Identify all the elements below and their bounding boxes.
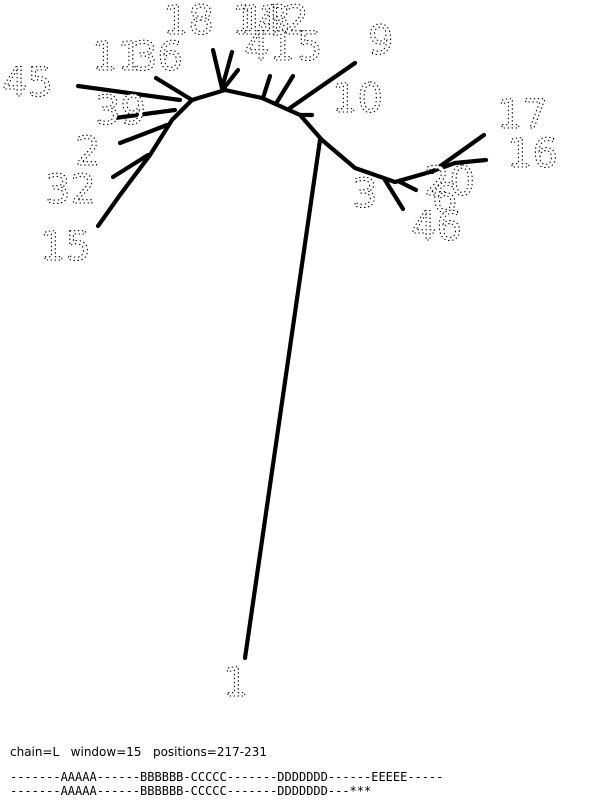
branch-18b [219, 49, 235, 91]
window-parameters: chain=L window=15 positions=217-231 [10, 745, 267, 759]
label-12: 12 [258, 0, 309, 44]
label-6: 6 [432, 176, 457, 222]
branch-1 [242, 137, 323, 661]
branch-46 [397, 179, 419, 193]
label-3: 3 [352, 171, 377, 217]
label-46: 46 [411, 204, 462, 250]
branch-32 [110, 152, 151, 180]
sequence-line-1: -------AAAAA------BBBBBB-CCCCC-------DDD… [10, 770, 444, 784]
tree-branches [75, 47, 489, 661]
label-41: 41 [244, 24, 295, 70]
label-45: 45 [2, 60, 53, 106]
tree-diagram: 45 11 36 18 14 13 12 41 5 9 10 39 2 32 1… [1, 0, 558, 707]
label-10: 10 [332, 76, 383, 122]
label-39: 39 [95, 88, 146, 134]
label-18: 18 [163, 0, 214, 44]
branch-39 [112, 107, 178, 121]
tree-labels: 45 11 36 18 14 13 12 41 5 9 10 39 2 32 1… [1, 0, 558, 707]
label-32: 32 [45, 167, 96, 213]
label-9: 9 [368, 18, 393, 64]
label-5: 5 [297, 24, 322, 70]
label-1: 1 [223, 660, 248, 706]
label-2: 2 [75, 129, 100, 175]
label-11: 11 [92, 34, 143, 80]
branch-9 [287, 60, 358, 111]
label-15: 15 [40, 224, 91, 270]
branch-45 [75, 83, 183, 103]
label-14: 14 [232, 0, 283, 44]
branch-136 [153, 75, 195, 103]
label-16: 16 [507, 131, 558, 177]
label-13: 13 [240, 0, 291, 44]
branch-2 [117, 122, 170, 146]
branch-17 [429, 132, 487, 175]
sequence-line-2: -------AAAAA------BBBBBB-CCCCC-------DDD… [10, 784, 372, 798]
label-17: 17 [497, 92, 548, 138]
label-20: 20 [424, 159, 475, 205]
branch-41 [260, 73, 273, 101]
branch-13 [221, 67, 241, 91]
branch-3 [382, 177, 406, 212]
branch-18 [210, 47, 225, 91]
label-36: 36 [132, 34, 183, 80]
branch-5 [274, 73, 296, 105]
branch-backbone [95, 87, 489, 229]
